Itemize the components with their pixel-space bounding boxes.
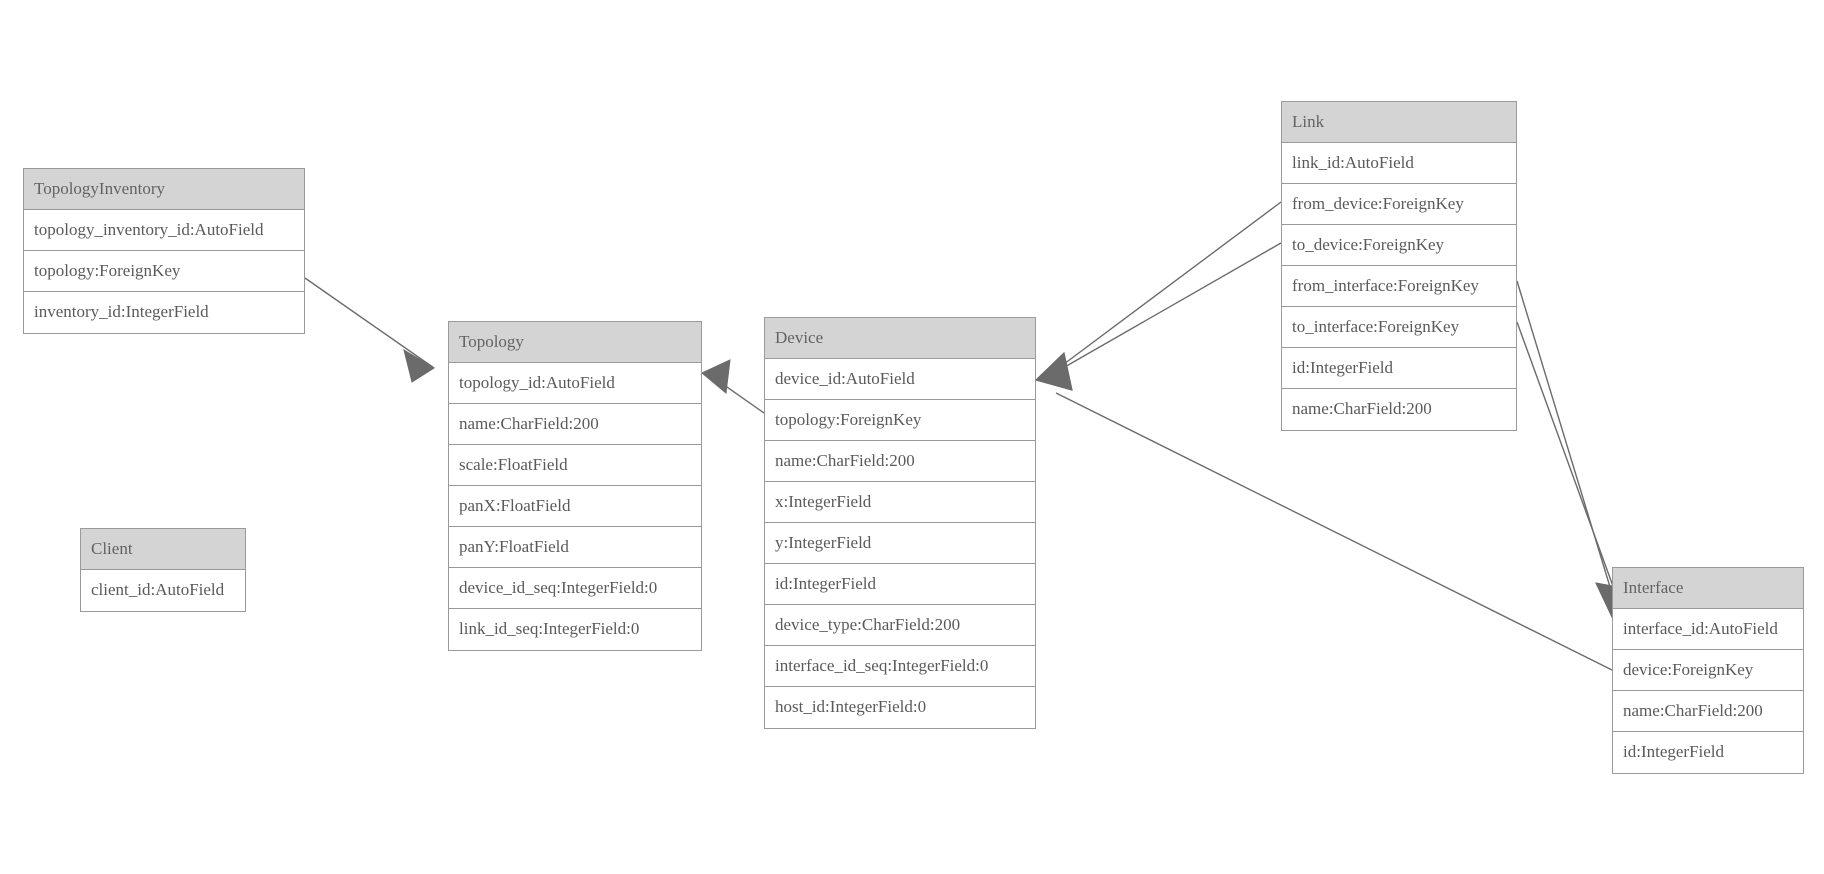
- entity-client[interactable]: Client client_id:AutoField: [80, 528, 246, 612]
- entity-field: panX:FloatField: [449, 486, 701, 527]
- relationship-line: [1055, 201, 1282, 371]
- entity-field: name:CharField:200: [765, 441, 1035, 482]
- entity-fields-client: client_id:AutoField: [81, 570, 245, 611]
- entity-field: interface_id_seq:IntegerField:0: [765, 646, 1035, 687]
- entity-field: id:IntegerField: [1623, 742, 1725, 761]
- entity-field: panY:FloatField: [449, 527, 701, 568]
- entity-field: device_type:CharField:200: [765, 605, 1035, 646]
- entity-field: from_device:ForeignKey: [1282, 184, 1516, 225]
- entity-title-device: Device: [765, 318, 1035, 359]
- entity-title-link: Link: [1282, 102, 1516, 143]
- relationship-arrowhead: [701, 359, 731, 394]
- entity-field: topology:ForeignKey: [765, 400, 1035, 441]
- relationship-line: [1516, 321, 1619, 601]
- entity-field: topology:ForeignKey: [24, 251, 304, 292]
- entity-title-client: Client: [81, 529, 245, 570]
- entity-field: topology_inventory_id:AutoField: [24, 210, 304, 251]
- entity-field: id:IntegerField: [765, 564, 1035, 605]
- entity-field: y:IntegerField: [765, 523, 1035, 564]
- relationship-line: [1055, 242, 1282, 373]
- relationship-arrowhead: [403, 348, 435, 383]
- entity-field: scale:FloatField: [449, 445, 701, 486]
- relationship-link-to-device-to-device: [1035, 242, 1282, 391]
- entity-field: name:CharField:200: [1292, 399, 1432, 418]
- relationship-line: [1055, 392, 1613, 671]
- entity-field: to_device:ForeignKey: [1282, 225, 1516, 266]
- entity-field: name:CharField:200: [1613, 691, 1803, 732]
- entity-field: inventory_id:IntegerField: [34, 302, 209, 321]
- entity-field: host_id:IntegerField:0: [775, 697, 927, 716]
- entity-field: from_interface:ForeignKey: [1282, 266, 1516, 307]
- entity-field: interface_id:AutoField: [1613, 609, 1803, 650]
- relationship-arrowhead: [1035, 352, 1073, 391]
- entity-title-interface: Interface: [1613, 568, 1803, 609]
- relationship-line: [1516, 280, 1615, 601]
- entity-field: to_interface:ForeignKey: [1282, 307, 1516, 348]
- entity-title-topology: Topology: [449, 322, 701, 363]
- entity-field: device:ForeignKey: [1613, 650, 1803, 691]
- entity-field: device_id_seq:IntegerField:0: [449, 568, 701, 609]
- entity-field: id:IntegerField: [1282, 348, 1516, 389]
- entity-field: link_id:AutoField: [1282, 143, 1516, 184]
- entity-field: name:CharField:200: [449, 404, 701, 445]
- relationship-link-from-device-to-device: [1035, 201, 1282, 391]
- entity-field: topology_id:AutoField: [449, 363, 701, 404]
- relationship-device-to-topology: [701, 359, 765, 414]
- relationship-line: [716, 379, 765, 414]
- entity-title-topology_inventory: TopologyInventory: [24, 169, 304, 210]
- entity-field: client_id:AutoField: [91, 580, 225, 599]
- entity-field: device_id:AutoField: [765, 359, 1035, 400]
- entity-field: link_id_seq:IntegerField:0: [459, 619, 640, 638]
- relationship-arrowhead: [1035, 352, 1073, 391]
- relationship-topologyinventory-to-topology: [304, 277, 435, 383]
- relationship-arrowhead: [1035, 352, 1073, 391]
- entity-field: x:IntegerField: [765, 482, 1035, 523]
- relationship-line: [304, 277, 435, 369]
